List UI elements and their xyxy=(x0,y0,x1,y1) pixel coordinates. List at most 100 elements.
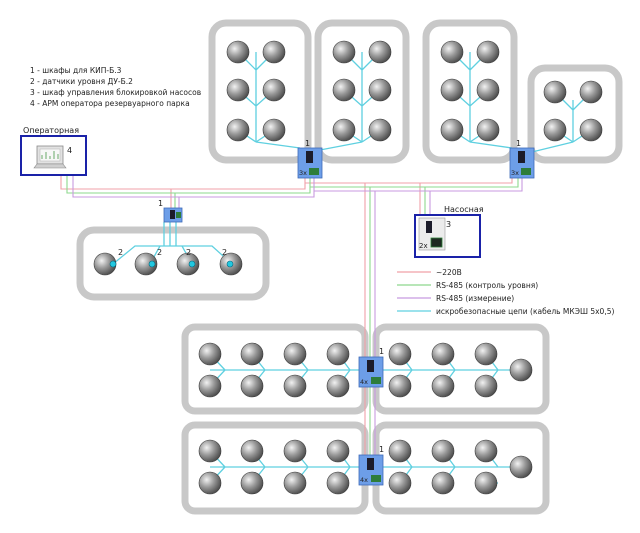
cabinet-count-top-right: 3x xyxy=(511,169,519,177)
tank-35 xyxy=(240,374,264,398)
tank-37 xyxy=(326,374,350,398)
tank-19 xyxy=(543,80,567,104)
tank-9 xyxy=(332,78,356,102)
tank-13 xyxy=(440,40,464,64)
tank-12 xyxy=(368,118,392,142)
tank-34 xyxy=(198,374,222,398)
tank-10 xyxy=(368,78,392,102)
tank-55 xyxy=(509,358,533,382)
level-sensor-1 xyxy=(109,260,117,268)
tank-39 xyxy=(431,374,455,398)
pump-station-title: Насосная xyxy=(444,205,484,214)
tank-park-sensors xyxy=(76,226,270,301)
legend-item-2: 2 - датчики уровня ДУ-Б.2 xyxy=(30,77,133,86)
tank-8 xyxy=(368,40,392,64)
cable-legend-label-1: ~220В xyxy=(436,268,462,277)
cabinet-label-top-left: 1 xyxy=(305,139,310,148)
tank-45 xyxy=(388,439,412,463)
tank-11 xyxy=(332,118,356,142)
cabinet-count-bottom-2: 4x xyxy=(360,476,368,484)
sensor-labels: 2 2 2 2 xyxy=(118,248,227,257)
tank-49 xyxy=(240,471,264,495)
legend-item-3: 3 - шкаф управления блокировкой насосов xyxy=(30,88,201,97)
tank-46 xyxy=(431,439,455,463)
tank-36 xyxy=(283,374,307,398)
tank-1 xyxy=(226,40,250,64)
tank-42 xyxy=(240,439,264,463)
tank-41 xyxy=(198,439,222,463)
tank-28 xyxy=(240,342,264,366)
cabinet-count-top-left: 3x xyxy=(299,169,307,177)
operator-room-title: Операторная xyxy=(23,126,79,135)
tank-25 xyxy=(176,252,200,276)
cabinet-bottom-1: 4x 1 xyxy=(358,347,384,388)
tank-park-bottom-2-left xyxy=(181,421,369,515)
sensor-label-1: 2 xyxy=(118,248,123,257)
cabinet-sensors: 1 xyxy=(158,199,183,223)
tank-7 xyxy=(332,40,356,64)
tank-27 xyxy=(198,342,222,366)
tank-park-bottom-1-left xyxy=(181,323,369,415)
tank-54 xyxy=(474,471,498,495)
tank-15 xyxy=(440,78,464,102)
tank-56 xyxy=(509,455,533,479)
tank-20 xyxy=(579,80,603,104)
tank-53 xyxy=(431,471,455,495)
tank-17 xyxy=(440,118,464,142)
cable-legend: ~220В RS-485 (контроль уровня) RS-485 (и… xyxy=(397,268,614,316)
legend-item-4: 4 - АРМ оператора резервуарного парка xyxy=(30,99,190,108)
tank-51 xyxy=(326,471,350,495)
tank-31 xyxy=(388,342,412,366)
tank-52 xyxy=(388,471,412,495)
tank-14 xyxy=(476,40,500,64)
tank-22 xyxy=(579,118,603,142)
tank-5 xyxy=(226,118,250,142)
tank-18 xyxy=(476,118,500,142)
tank-2 xyxy=(262,40,286,64)
tank-4 xyxy=(262,78,286,102)
cabinet-count-bottom-1: 4x xyxy=(360,378,368,386)
tank-33 xyxy=(474,342,498,366)
tank-40 xyxy=(474,374,498,398)
cabinet-top-left: 3x 1 xyxy=(297,139,323,179)
tank-32 xyxy=(431,342,455,366)
cabinet-label-top-right: 1 xyxy=(516,139,521,148)
sensor-label-4: 2 xyxy=(222,248,227,257)
level-sensor-2 xyxy=(148,260,156,268)
legend: 1 - шкафы для КИП-Б.3 2 - датчики уровня… xyxy=(30,66,201,108)
sensor-label-2: 2 xyxy=(157,248,162,257)
pump-station-count: 2x xyxy=(419,242,428,250)
tank-24 xyxy=(134,252,158,276)
tank-43 xyxy=(283,439,307,463)
tank-29 xyxy=(283,342,307,366)
pump-station: Насосная 2x 3 xyxy=(414,205,484,258)
cable-legend-label-3: RS-485 (измерение) xyxy=(436,294,514,303)
cabinet-top-right: 3x 1 xyxy=(509,139,535,179)
tank-50 xyxy=(283,471,307,495)
tanks xyxy=(93,40,603,495)
cable-legend-label-2: RS-485 (контроль уровня) xyxy=(436,281,538,290)
pump-station-number: 3 xyxy=(446,220,451,229)
tank-30 xyxy=(326,342,350,366)
level-sensor-3 xyxy=(188,260,196,268)
level-sensors xyxy=(109,260,234,268)
tank-16 xyxy=(476,78,500,102)
tank-21 xyxy=(543,118,567,142)
cabinet-label-bottom-2: 1 xyxy=(379,445,384,454)
cabinet-label-sensors: 1 xyxy=(158,199,163,208)
tank-44 xyxy=(326,439,350,463)
cable-legend-label-4: искробезопасные цепи (кабель МКЭШ 5х0,5) xyxy=(436,307,614,316)
workstation-icon xyxy=(33,145,67,169)
tank-38 xyxy=(388,374,412,398)
cabinet-bottom-2: 4x 1 xyxy=(358,445,384,486)
tank-3 xyxy=(226,78,250,102)
operator-room: Операторная 4 xyxy=(20,126,87,176)
tank-47 xyxy=(474,439,498,463)
operator-room-number: 4 xyxy=(67,146,72,155)
tank-6 xyxy=(262,118,286,142)
sensor-label-3: 2 xyxy=(186,248,191,257)
level-sensor-4 xyxy=(226,260,234,268)
tank-park-top-4 xyxy=(527,64,623,164)
cabinet-label-bottom-1: 1 xyxy=(379,347,384,356)
